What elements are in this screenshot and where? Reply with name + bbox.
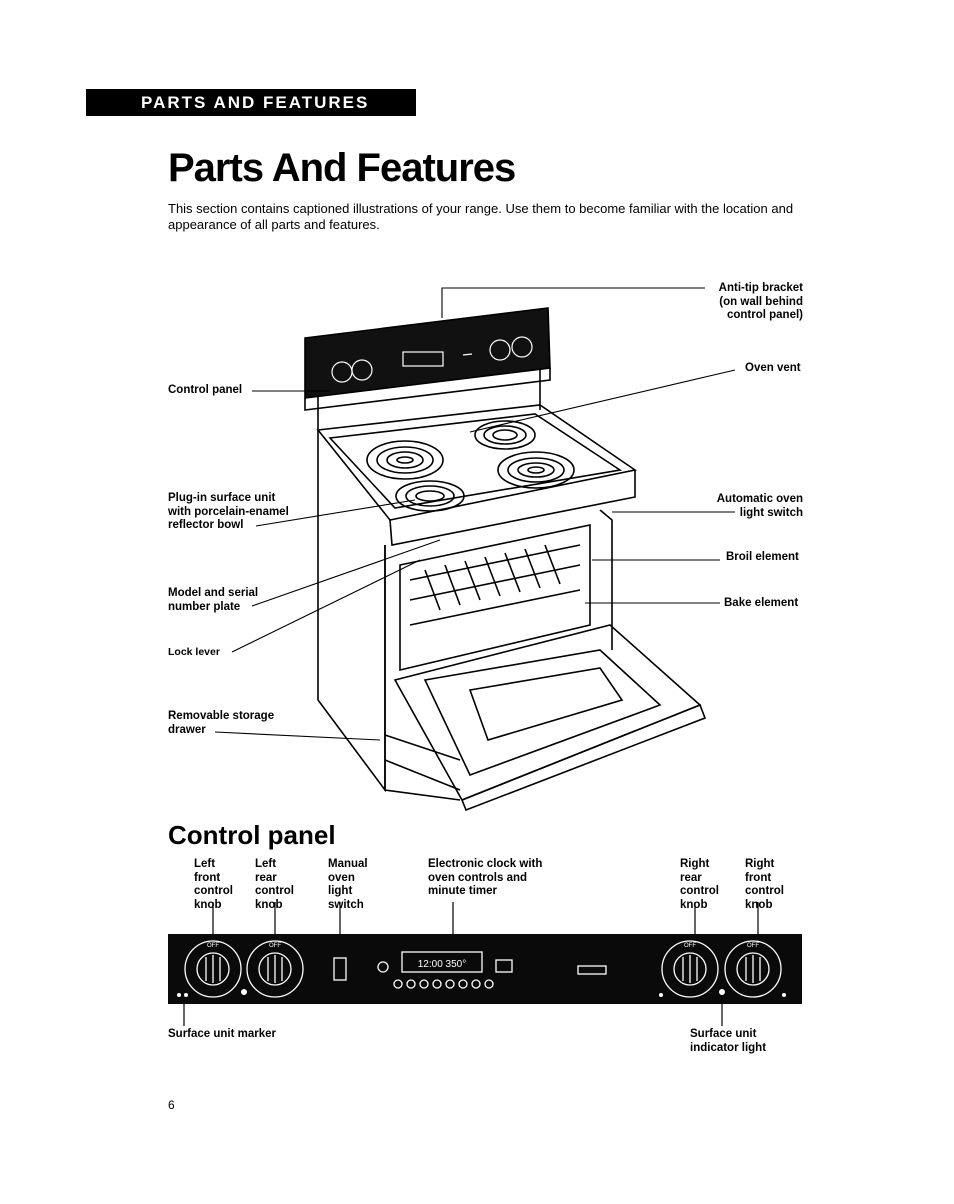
rf-line-4: knob <box>745 898 773 911</box>
page-title: Parts And Features <box>168 146 516 190</box>
range-illustration <box>214 287 736 812</box>
lr-line-3: control <box>255 885 294 897</box>
auto-light-line-2: light switch <box>739 506 803 519</box>
lf-line-2: front <box>194 871 221 884</box>
right-rear-knob-label: Right rear control knob <box>680 858 719 912</box>
ml-line-4: switch <box>328 898 364 911</box>
left-rear-knob[interactable] <box>246 940 304 998</box>
left-front-knob[interactable] <box>184 940 242 998</box>
broil-element-label: Broil element <box>726 551 799 563</box>
manual-oven-light-switch[interactable] <box>333 957 347 981</box>
rr-line-3: control <box>680 885 719 897</box>
plugin-line-1: Plug-in surface unit <box>168 492 276 504</box>
right-rear-knob[interactable] <box>661 940 719 998</box>
control-panel-label: Control panel <box>168 384 243 396</box>
right-rear-off-mark: OFF <box>684 943 696 949</box>
surface-unit-marker-dot <box>184 993 188 997</box>
surface-unit-indicator-light-label: Surface unit indicator light <box>690 1028 766 1055</box>
lf-line-1: Left <box>194 858 216 870</box>
rf-line-2: front <box>745 871 772 884</box>
lf-line-3: control <box>194 885 233 897</box>
right-front-off-mark: OFF <box>747 943 759 949</box>
oven-vent-label: Oven vent <box>745 362 801 374</box>
manual-light-switch-label: Manual oven light switch <box>328 858 368 912</box>
drawer-line-2: drawer <box>168 723 206 736</box>
ml-line-3: light <box>328 885 353 897</box>
model-line-1: Model and serial <box>168 587 259 599</box>
surface-unit-indicator-dot-left <box>241 989 247 995</box>
model-line-2: number plate <box>168 600 241 613</box>
timer-button[interactable] <box>495 959 513 973</box>
control-panel-strip <box>168 934 802 1004</box>
clock-line-3: minute timer <box>428 885 498 897</box>
electronic-clock-label: Electronic clock with oven controls and … <box>428 858 542 899</box>
page-number: 6 <box>168 1098 175 1112</box>
control-panel-illustration: OFF OFF OFF OFF 12:00 350° <box>168 902 802 1026</box>
rr-line-2: rear <box>680 871 702 884</box>
ml-line-2: oven <box>328 871 355 884</box>
plugin-line-2: with porcelain-enamel <box>168 505 289 518</box>
indicator-line-2: indicator light <box>690 1041 767 1054</box>
surface-unit-marker-dot <box>177 993 181 997</box>
lock-lever-label: Lock lever <box>168 646 220 658</box>
rr-line-1: Right <box>680 858 710 870</box>
surface-unit-marker-dot <box>782 993 786 997</box>
plug-in-surface-unit-label: Plug-in surface unit with porcelain-enam… <box>168 492 289 533</box>
left-front-off-mark: OFF <box>207 943 219 949</box>
rr-line-4: knob <box>680 898 708 911</box>
surface-unit-marker-dot <box>659 993 663 997</box>
clock-line-1: Electronic clock with <box>428 858 543 870</box>
lr-line-2: rear <box>255 871 277 884</box>
plugin-line-3: reflector bowl <box>168 519 244 531</box>
oven-control-buttons[interactable] <box>393 979 494 989</box>
model-serial-plate-label: Model and serial number plate <box>168 587 258 614</box>
lr-line-4: knob <box>255 898 283 911</box>
auto-light-line-1: Automatic oven <box>716 493 803 505</box>
bake-element-label: Bake element <box>724 597 799 609</box>
anti-tip-bracket-label: Anti-tip bracket (on wall behind control… <box>719 282 803 323</box>
left-rear-off-mark: OFF <box>269 943 281 949</box>
left-front-knob-label: Left front control knob <box>194 858 233 912</box>
storage-drawer-label: Removable storage drawer <box>168 710 274 737</box>
right-front-knob-label: Right front control knob <box>745 858 784 912</box>
automatic-oven-light-switch-label: Automatic oven light switch <box>717 493 803 520</box>
clock-button[interactable] <box>377 961 389 973</box>
left-rear-knob-label: Left rear control knob <box>255 858 294 912</box>
anti-tip-line-2: (on wall behind <box>719 295 803 308</box>
indicator-line-1: Surface unit <box>690 1028 757 1040</box>
clock-line-2: oven controls and <box>428 871 528 884</box>
anti-tip-line-3: control panel) <box>726 309 803 321</box>
ml-line-1: Manual <box>328 858 368 870</box>
lf-line-4: knob <box>194 898 222 911</box>
intro-paragraph: This section contains captioned illustra… <box>168 201 794 232</box>
clock-display <box>401 951 483 973</box>
lr-line-1: Left <box>255 858 277 870</box>
control-panel-heading: Control panel <box>168 820 336 850</box>
rf-line-1: Right <box>745 858 775 870</box>
rf-line-3: control <box>745 885 784 897</box>
brand-badge <box>577 965 607 975</box>
surface-unit-marker-label: Surface unit marker <box>168 1028 277 1040</box>
section-banner: PARTS AND FEATURES <box>86 89 416 116</box>
clock-display-text: 12:00 350° <box>418 959 467 970</box>
right-front-knob[interactable] <box>724 940 782 998</box>
surface-unit-indicator-light <box>719 989 725 995</box>
drawer-line-1: Removable storage <box>168 710 275 722</box>
anti-tip-line-1: Anti-tip bracket <box>718 282 803 294</box>
